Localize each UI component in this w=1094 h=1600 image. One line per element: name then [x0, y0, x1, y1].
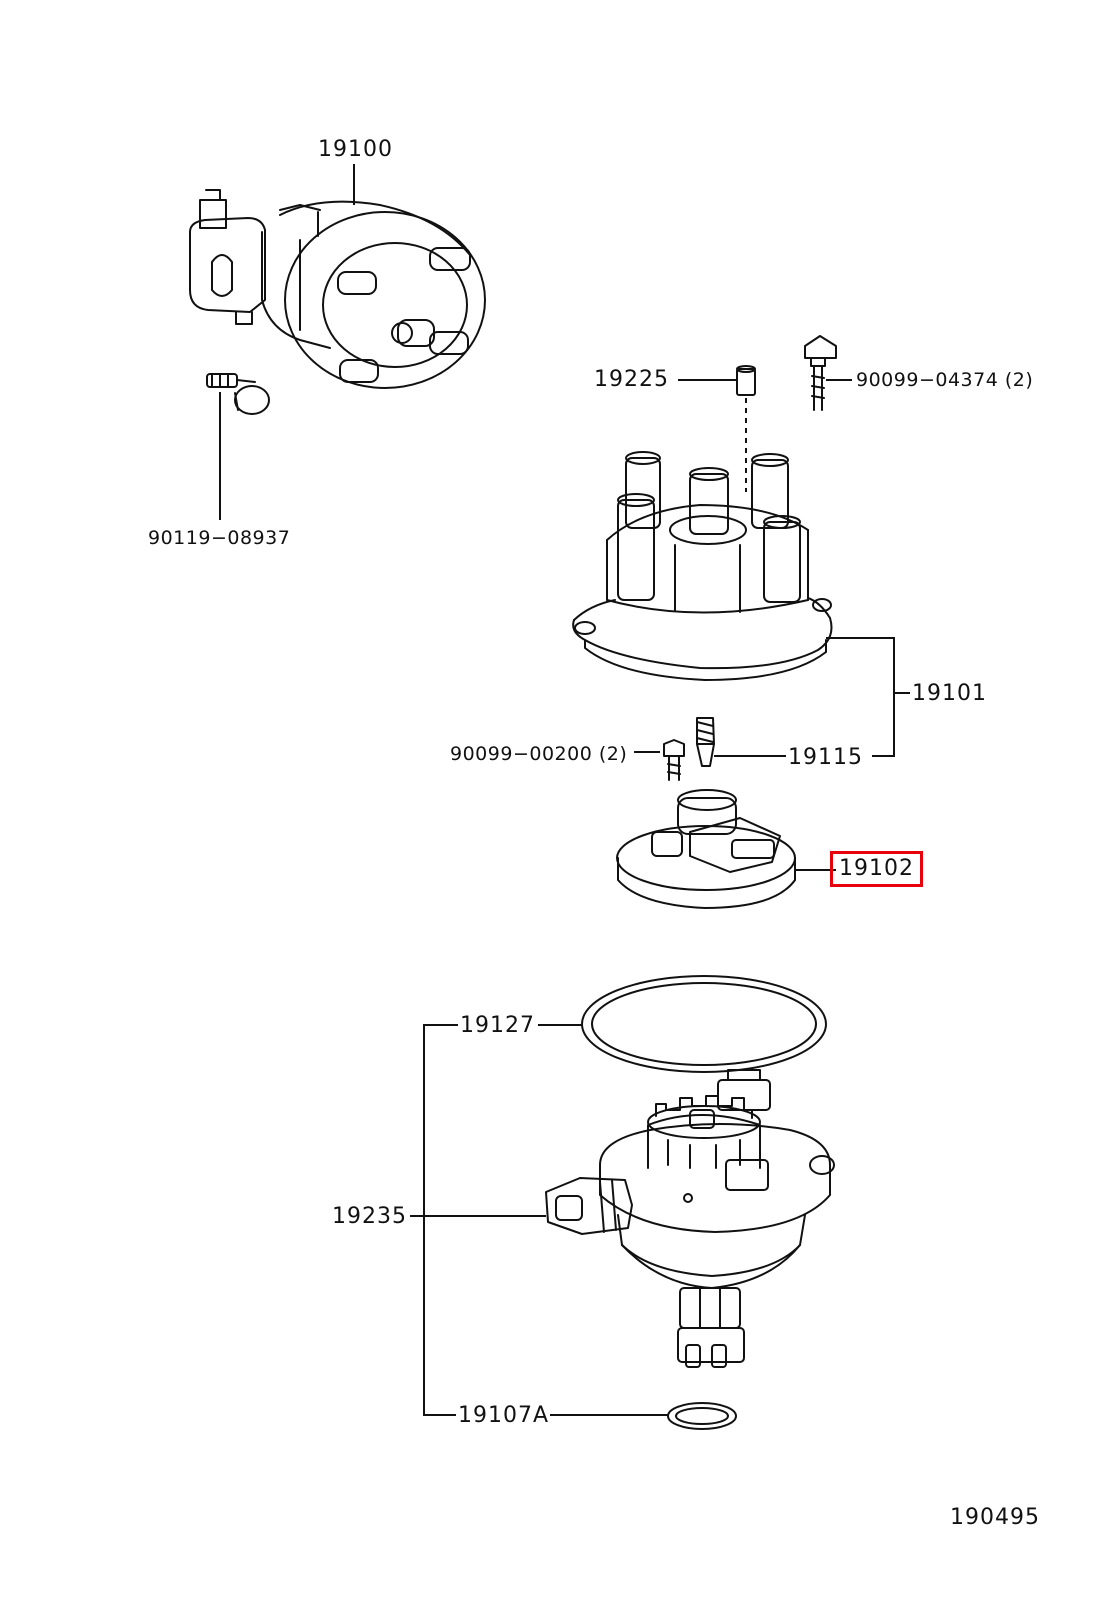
bolt-90099-04374-drawing: [804, 335, 837, 411]
label-19101: 19101: [912, 681, 987, 706]
screw-90099-00200-drawing: [663, 739, 685, 781]
label-19235: 19235: [332, 1204, 407, 1229]
leader-lines: [219, 164, 910, 1416]
distributor-cap-drawing: [572, 451, 833, 681]
label-19115: 19115: [788, 745, 863, 770]
label-19127: 19127: [460, 1013, 535, 1038]
bolt-90119-08937-drawing: [206, 373, 270, 415]
label-19102-highlighted: 19102: [830, 851, 923, 887]
housing-19235-drawing: [545, 1069, 835, 1368]
part-19225-drawing: [736, 365, 756, 396]
label-19107A: 19107A: [458, 1403, 550, 1428]
label-19225: 19225: [594, 367, 669, 392]
distributor-assembly-drawing: [189, 189, 486, 389]
label-90099-04374: 90099−04374 (2): [856, 369, 1034, 391]
diagram-number: 190495: [950, 1505, 1040, 1530]
label-90119-08937: 90119−08937: [148, 527, 291, 549]
o-ring-19127-drawing: [581, 975, 827, 1073]
rotor-drawing: [616, 789, 796, 909]
ring-19107A-drawing: [667, 1402, 737, 1430]
label-90099-00200: 90099−00200 (2): [450, 743, 628, 765]
part-19115-drawing: [696, 717, 715, 767]
label-19100: 19100: [318, 137, 393, 162]
